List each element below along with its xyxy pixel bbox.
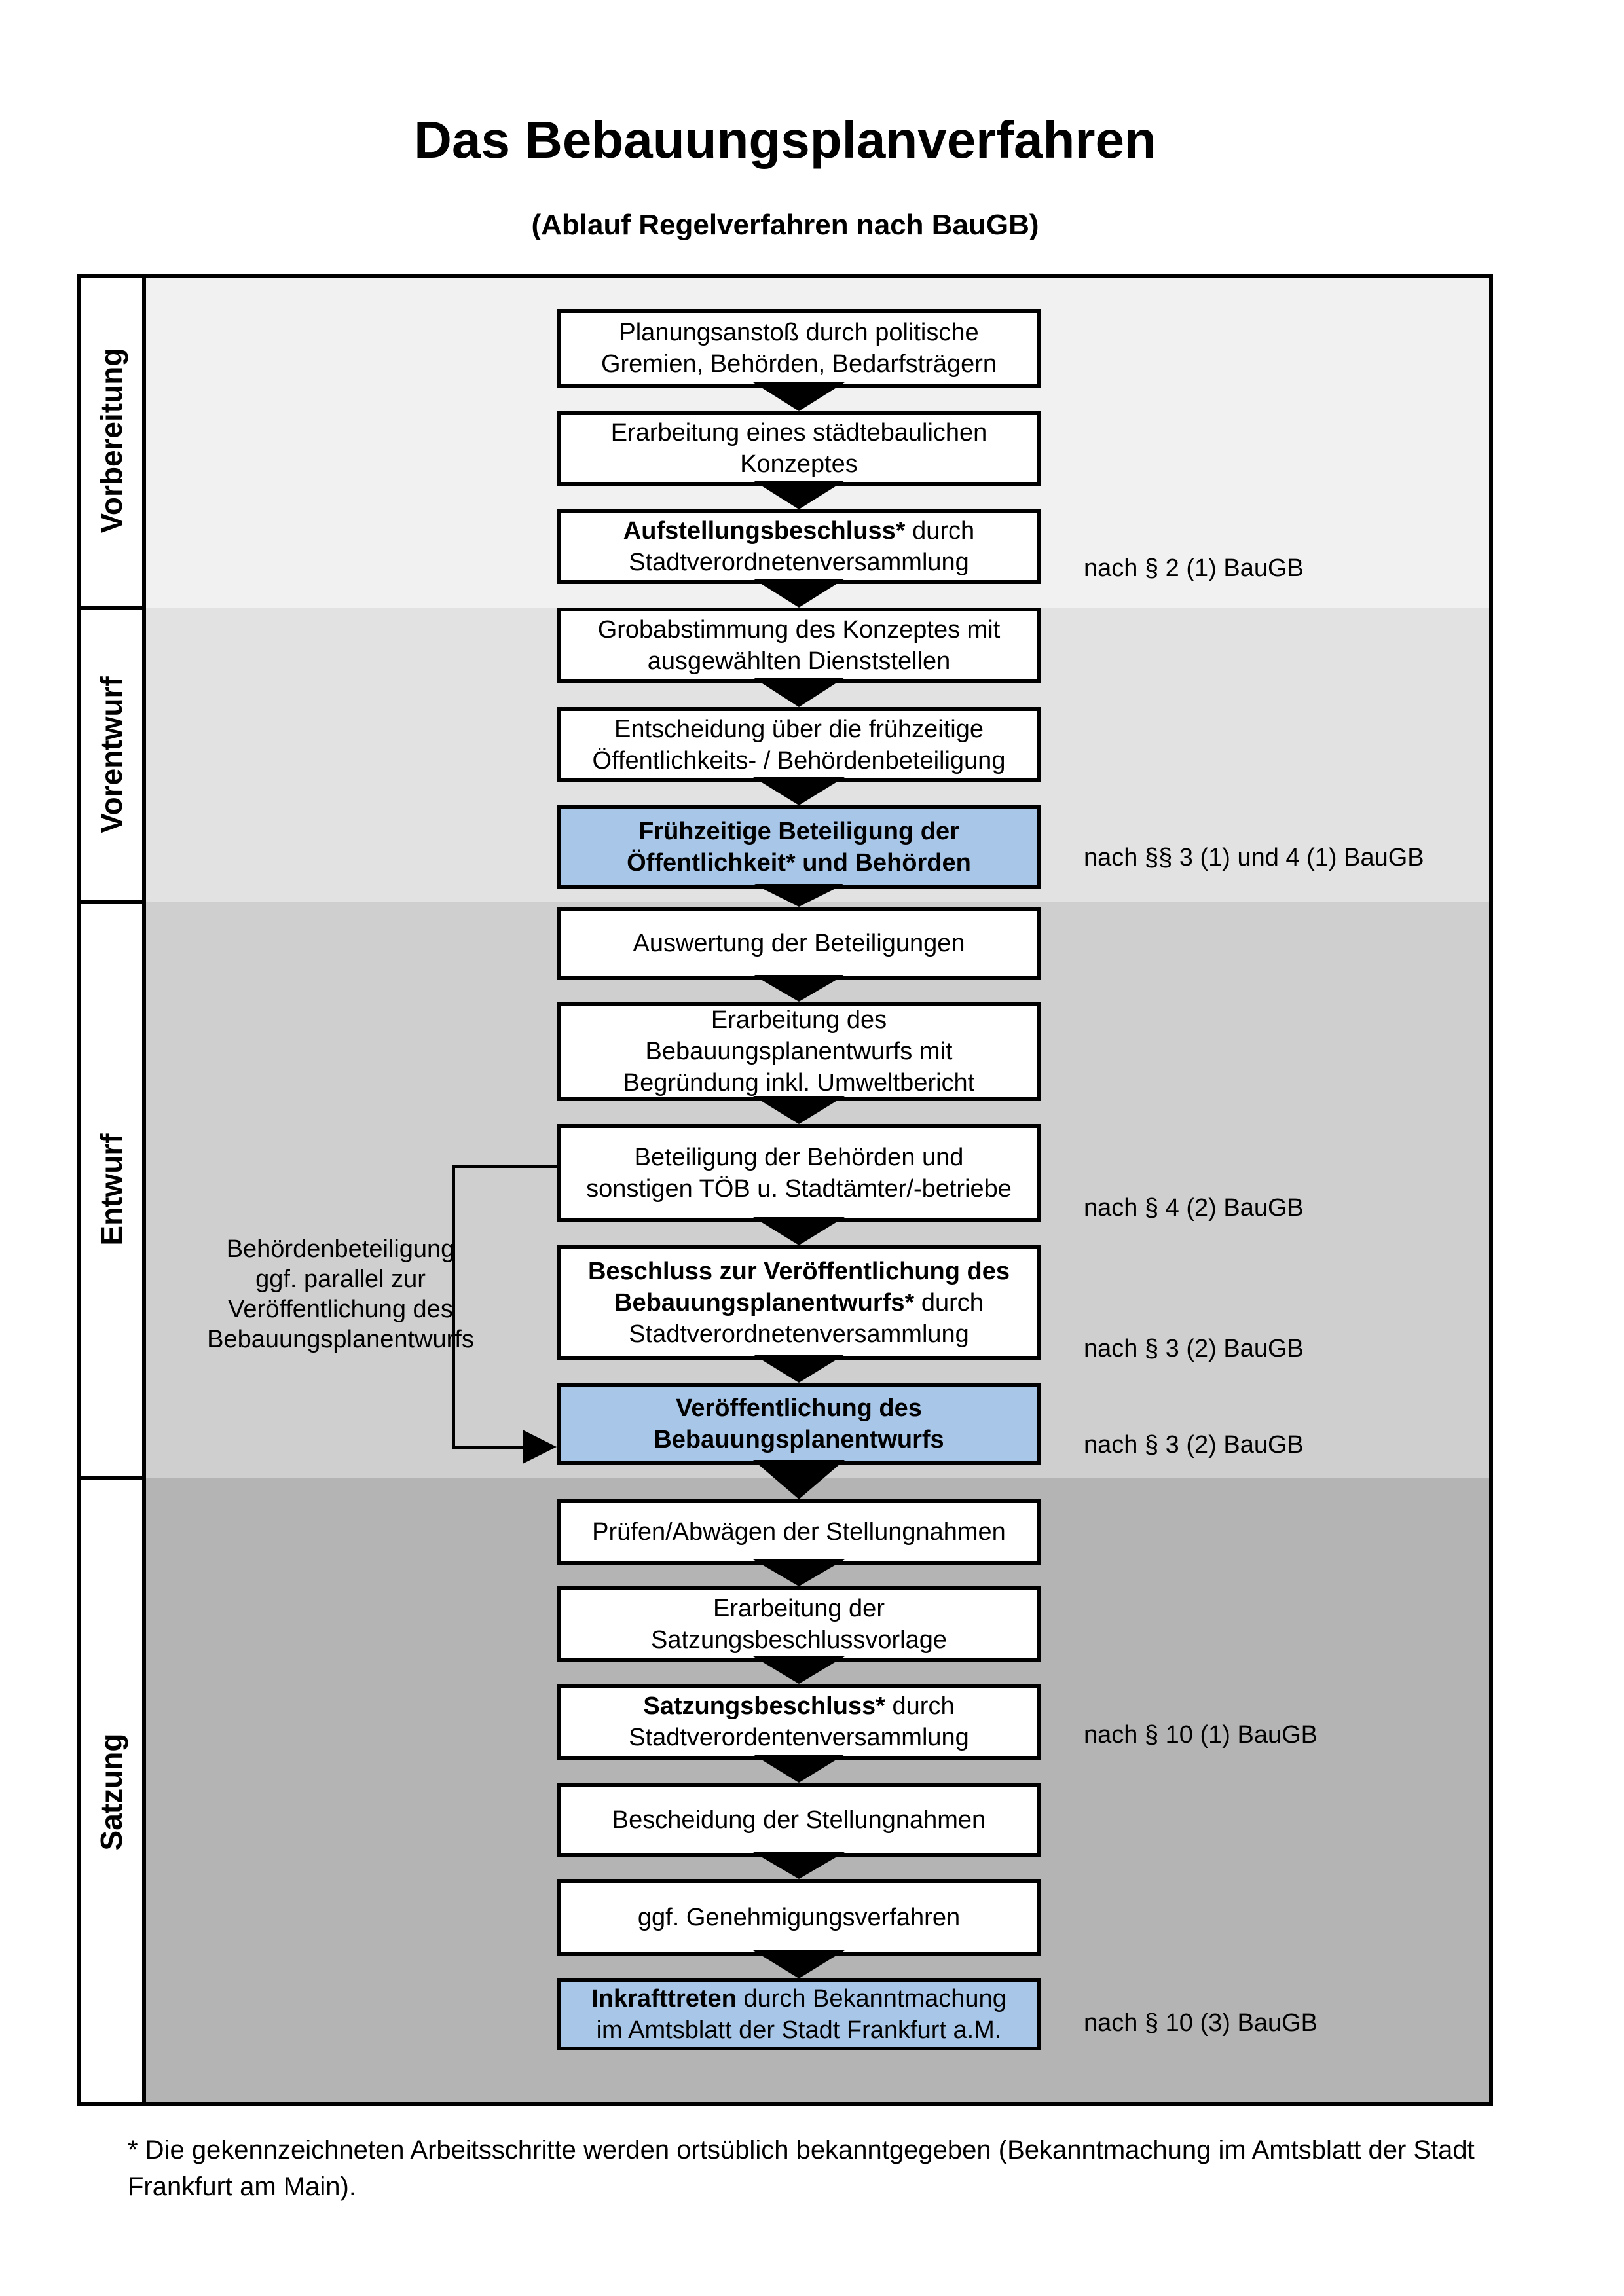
side-note-line: ggf. parallel zur [255,1266,426,1293]
phase-divider [77,606,146,610]
flow-box-text-line: Frühzeitige Beteiligung der [638,818,959,845]
flow-box-text-line: Stadtverordnetenversammlung [629,1320,969,1348]
down-arrow-icon [753,1950,845,1978]
flow-box-text-line: Stadtverordentenversammlung [629,1724,969,1751]
flow-box-text-line: Beteiligung der Behörden und [634,1144,964,1171]
down-arrow-icon [753,884,845,907]
side-note-line: Veröffentlichung des [228,1296,453,1323]
flow-box-text-line: Öffentlichkeit* und Behörden [627,849,971,877]
down-arrow-icon [753,481,845,509]
down-arrow-icon [753,1656,845,1684]
phase-divider [77,900,146,904]
connector-line-vertical [452,1165,455,1448]
flow-box-text-line: Begründung inkl. Umweltbericht [623,1069,975,1097]
flow-box-highlighted: Inkrafttreten durch Bekanntmachung im Amt… [557,1978,1041,2050]
flow-box-text-line: Auswertung der Beteiligungen [633,930,965,957]
down-arrow-icon [753,1460,845,1499]
down-arrow-icon [753,975,845,1002]
footnote: * Die gekennzeichneten Arbeitsschritte w… [128,2132,1529,2205]
flow-box-text-line: Satzungsbeschluss* durch [643,1692,955,1720]
flow-box-text-line: Stadtverordnetenversammlung [629,549,969,576]
flow-box-text-line: Entscheidung über die frühzeitige [614,715,984,743]
legal-ref: nach § 10 (1) BauGB [1084,1721,1318,1749]
phase-label-vorentwurf: Vorentwurf [94,676,128,833]
legal-ref: nach § 10 (3) BauGB [1084,2009,1318,2037]
phase-label-entwurf: Entwurf [94,1133,128,1246]
flow-box-text-line: Bebauungsplanentwurfs mit [645,1038,953,1065]
connector-line-top [452,1165,557,1168]
down-arrow-icon [753,1096,845,1124]
flow-box-text-line: Bebauungsplanentwurfs* durch [614,1288,984,1317]
phase-label-vorbereitung: Vorbereitung [94,348,128,534]
flow-box-text-line: Prüfen/Abwägen der Stellungnahmen [592,1518,1006,1546]
flow-box-text-line: Bescheidung der Stellungnahmen [612,1806,986,1834]
diagram-subtitle: (Ablauf Regelverfahren nach BauGB) [531,209,1039,241]
side-note-line: Behördenbeteiligung [226,1235,455,1263]
flow-box-text-line: Bebauungsplanentwurfs [654,1426,944,1453]
flow-box-text-line: im Amtsblatt der Stadt Frankfurt a.M. [596,2016,1002,2044]
down-arrow-icon [753,1217,845,1245]
flow-box-text-line: ggf. Genehmigungsverfahren [637,1903,961,1931]
flow-box-text-line: sonstigen TÖB u. Stadtämter/-betriebe [586,1175,1012,1203]
flow-box-text-line: Planungsanstoß durch politische [619,319,979,346]
down-arrow-icon [753,1755,845,1783]
flow-box-text-line: Gremien, Behörden, Bedarfsträgern [600,350,997,378]
down-arrow-icon [753,579,845,608]
flow-box-text-line: Aufstellungsbeschluss* durch [623,517,975,545]
flow-box-text-line: ausgewählten Dienststellen [647,647,951,675]
flow-box-text-line: Veröffentlichung des [676,1394,922,1422]
flow-box-text-line: Erarbeitung eines städtebaulichen [610,419,987,446]
flow-box-text-line: Beschluss zur Veröffentlichung des [587,1257,1010,1285]
side-note-line: Bebauungsplanentwurfs [207,1326,474,1353]
legal-ref: nach §§ 3 (1) und 4 (1) BauGB [1084,844,1424,871]
down-arrow-icon [753,1559,845,1586]
flow-box: Auswertung der Beteiligungen [557,907,1041,980]
flow-box-text-line: Satzungsbeschlussvorlage [650,1626,948,1654]
flow-box-text-line: Öffentlichkeits- / Behördenbeteiligung [592,746,1006,774]
down-arrow-icon [753,678,845,707]
flow-box-text-line: Grobabstimmung des Konzeptes mit [597,615,1001,644]
diagram-title: Das Bebauungsplanverfahren [414,111,1156,169]
flow-box: Grobabstimmung des Konzeptes mit ausgewäh… [557,608,1041,683]
down-arrow-icon [753,1355,845,1383]
footnote-line: * Die gekennzeichneten Arbeitsschritte w… [128,2136,1475,2164]
flow-box: Prüfen/Abwägen der Stellungnahmen [557,1499,1041,1565]
footnote-line: Frankfurt am Main). [128,2172,356,2201]
legal-ref: nach § 3 (2) BauGB [1084,1335,1304,1362]
flow-box-text-line: Inkrafttreten durch Bekanntmachung [591,1985,1006,2013]
flow-box: Bescheidung der Stellungnahmen [557,1783,1041,1857]
connector-right-arrow-icon [523,1430,557,1464]
down-arrow-icon [753,382,845,411]
flow-box-text-line: Konzeptes [740,450,858,478]
phase-divider [77,1476,146,1480]
legal-ref: nach § 4 (2) BauGB [1084,1194,1304,1222]
flow-box-text-line: Erarbeitung der [713,1594,885,1622]
down-arrow-icon [753,777,845,805]
phase-label-satzung: Satzung [94,1733,128,1851]
legal-ref: nach § 3 (2) BauGB [1084,1431,1304,1459]
connector-line-bottom [452,1446,527,1449]
flow-box: ggf. Genehmigungsverfahren [557,1879,1041,1956]
flow-box-text-line: Erarbeitung des [710,1006,887,1034]
legal-ref: nach § 2 (1) BauGB [1084,555,1304,582]
down-arrow-icon [753,1852,845,1879]
flow-box: Beteiligung der Behörden und sonstigen TÖ… [557,1124,1041,1222]
